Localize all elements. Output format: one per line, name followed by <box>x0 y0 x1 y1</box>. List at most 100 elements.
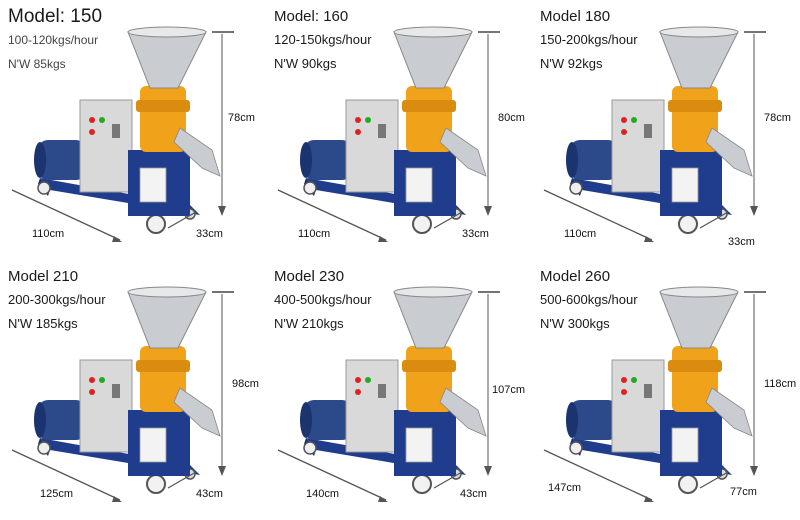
hopper-rim <box>393 26 473 38</box>
switch-handle <box>112 124 120 138</box>
motor-end-cap <box>34 142 46 178</box>
wheel <box>303 441 317 455</box>
discharge-chute <box>173 387 221 437</box>
height-dimension: 80cm <box>498 112 525 124</box>
discharge-chute <box>439 127 487 177</box>
feed-hopper <box>659 31 739 89</box>
length-arrow <box>378 236 388 242</box>
start-button <box>631 117 637 123</box>
control-box <box>345 359 399 453</box>
net-weight: N'W 210kgs <box>274 316 344 331</box>
capacity: 150-200kgs/hour <box>540 32 638 47</box>
wheel <box>569 181 583 195</box>
width-line <box>433 471 463 489</box>
pellet-mill-illustration <box>277 286 500 502</box>
height-dimension: 118cm <box>764 378 797 390</box>
width-line <box>699 471 729 489</box>
model-card-5: Model 230 400-500kgs/hour N'W 210kgs 107… <box>266 260 532 520</box>
length-dimension: 140cm <box>306 488 340 500</box>
capacity: 100-120kgs/hour <box>8 33 99 47</box>
stop-button <box>621 389 627 395</box>
wheel <box>678 214 698 234</box>
length-arrow <box>644 496 654 502</box>
feed-hopper <box>127 291 207 349</box>
wheel <box>37 441 51 455</box>
control-box <box>611 359 665 453</box>
pellet-mill-illustration <box>277 26 500 242</box>
width-line <box>699 211 729 229</box>
stop-button <box>621 117 627 123</box>
warning-label <box>139 167 167 203</box>
wheel <box>412 474 432 494</box>
warning-label <box>671 427 699 463</box>
control-box <box>79 359 133 453</box>
length-dimension: 125cm <box>40 488 74 500</box>
net-weight: N'W 90kgs <box>274 56 337 71</box>
pellet-mill-illustration <box>11 286 234 502</box>
stop-button <box>89 129 95 135</box>
switch-handle <box>378 384 386 398</box>
width-dimension: 43cm <box>196 488 223 500</box>
switch-handle <box>378 124 386 138</box>
stop-button <box>89 117 95 123</box>
length-line <box>11 449 121 501</box>
model-name: Model: 160 <box>274 8 349 25</box>
discharge-chute <box>173 127 221 177</box>
spec-block: Model: 150 100-120kgs/hour N'W 85kgs <box>8 6 102 76</box>
motor-end-cap <box>34 402 46 438</box>
spec-block: Model 230 400-500kgs/hour N'W 210kgs <box>274 266 372 336</box>
wheel <box>37 181 51 195</box>
stop-button <box>355 389 361 395</box>
warning-label <box>671 167 699 203</box>
wheel <box>412 214 432 234</box>
length-arrow <box>644 236 654 242</box>
width-dimension: 33cm <box>728 236 755 248</box>
feed-hopper <box>659 291 739 349</box>
hopper-rim <box>393 286 473 298</box>
electric-motor <box>304 140 352 180</box>
start-button <box>99 117 105 123</box>
wheel <box>303 181 317 195</box>
length-line <box>543 449 653 501</box>
discharge-chute <box>705 127 753 177</box>
discharge-chute <box>439 387 487 437</box>
height-arrow <box>484 466 492 476</box>
electric-motor <box>38 400 86 440</box>
wheel <box>146 214 166 234</box>
model-name: Model: 150 <box>8 6 103 27</box>
motor-end-cap <box>566 402 578 438</box>
model-card-3: Model 180 150-200kgs/hour N'W 92kgs 78cm… <box>532 0 798 260</box>
pellet-mill-illustration <box>543 26 766 242</box>
height-arrow <box>750 466 758 476</box>
net-weight: N'W 185kgs <box>8 316 78 331</box>
warning-label <box>139 427 167 463</box>
model-card-1: Model: 150 100-120kgs/hour N'W 85kgs 78c… <box>0 0 266 260</box>
warning-label <box>405 167 433 203</box>
length-line <box>277 189 387 241</box>
height-dimension: 107cm <box>492 384 526 396</box>
electric-motor <box>304 400 352 440</box>
pellet-mill-illustration <box>543 286 766 502</box>
stop-button <box>89 377 95 383</box>
height-arrow <box>750 206 758 216</box>
stop-button <box>89 389 95 395</box>
model-name: Model 230 <box>274 268 345 285</box>
height-arrow <box>218 466 226 476</box>
length-dimension: 110cm <box>564 228 597 240</box>
height-arrow <box>218 206 226 216</box>
stop-button <box>355 377 361 383</box>
length-line <box>11 189 121 241</box>
width-line <box>167 211 197 229</box>
start-button <box>365 117 371 123</box>
capacity: 400-500kgs/hour <box>274 292 372 307</box>
spec-block: Model 180 150-200kgs/hour N'W 92kgs <box>540 6 638 76</box>
width-dimension: 77cm <box>730 486 757 498</box>
die-collar <box>668 360 722 372</box>
wheel <box>569 441 583 455</box>
motor-end-cap <box>566 142 578 178</box>
model-name: Model 260 <box>540 268 611 285</box>
model-card-6: Model 260 500-600kgs/hour N'W 300kgs 118… <box>532 260 798 520</box>
wheel <box>678 474 698 494</box>
height-dimension: 98cm <box>232 378 259 390</box>
length-arrow <box>112 496 122 502</box>
